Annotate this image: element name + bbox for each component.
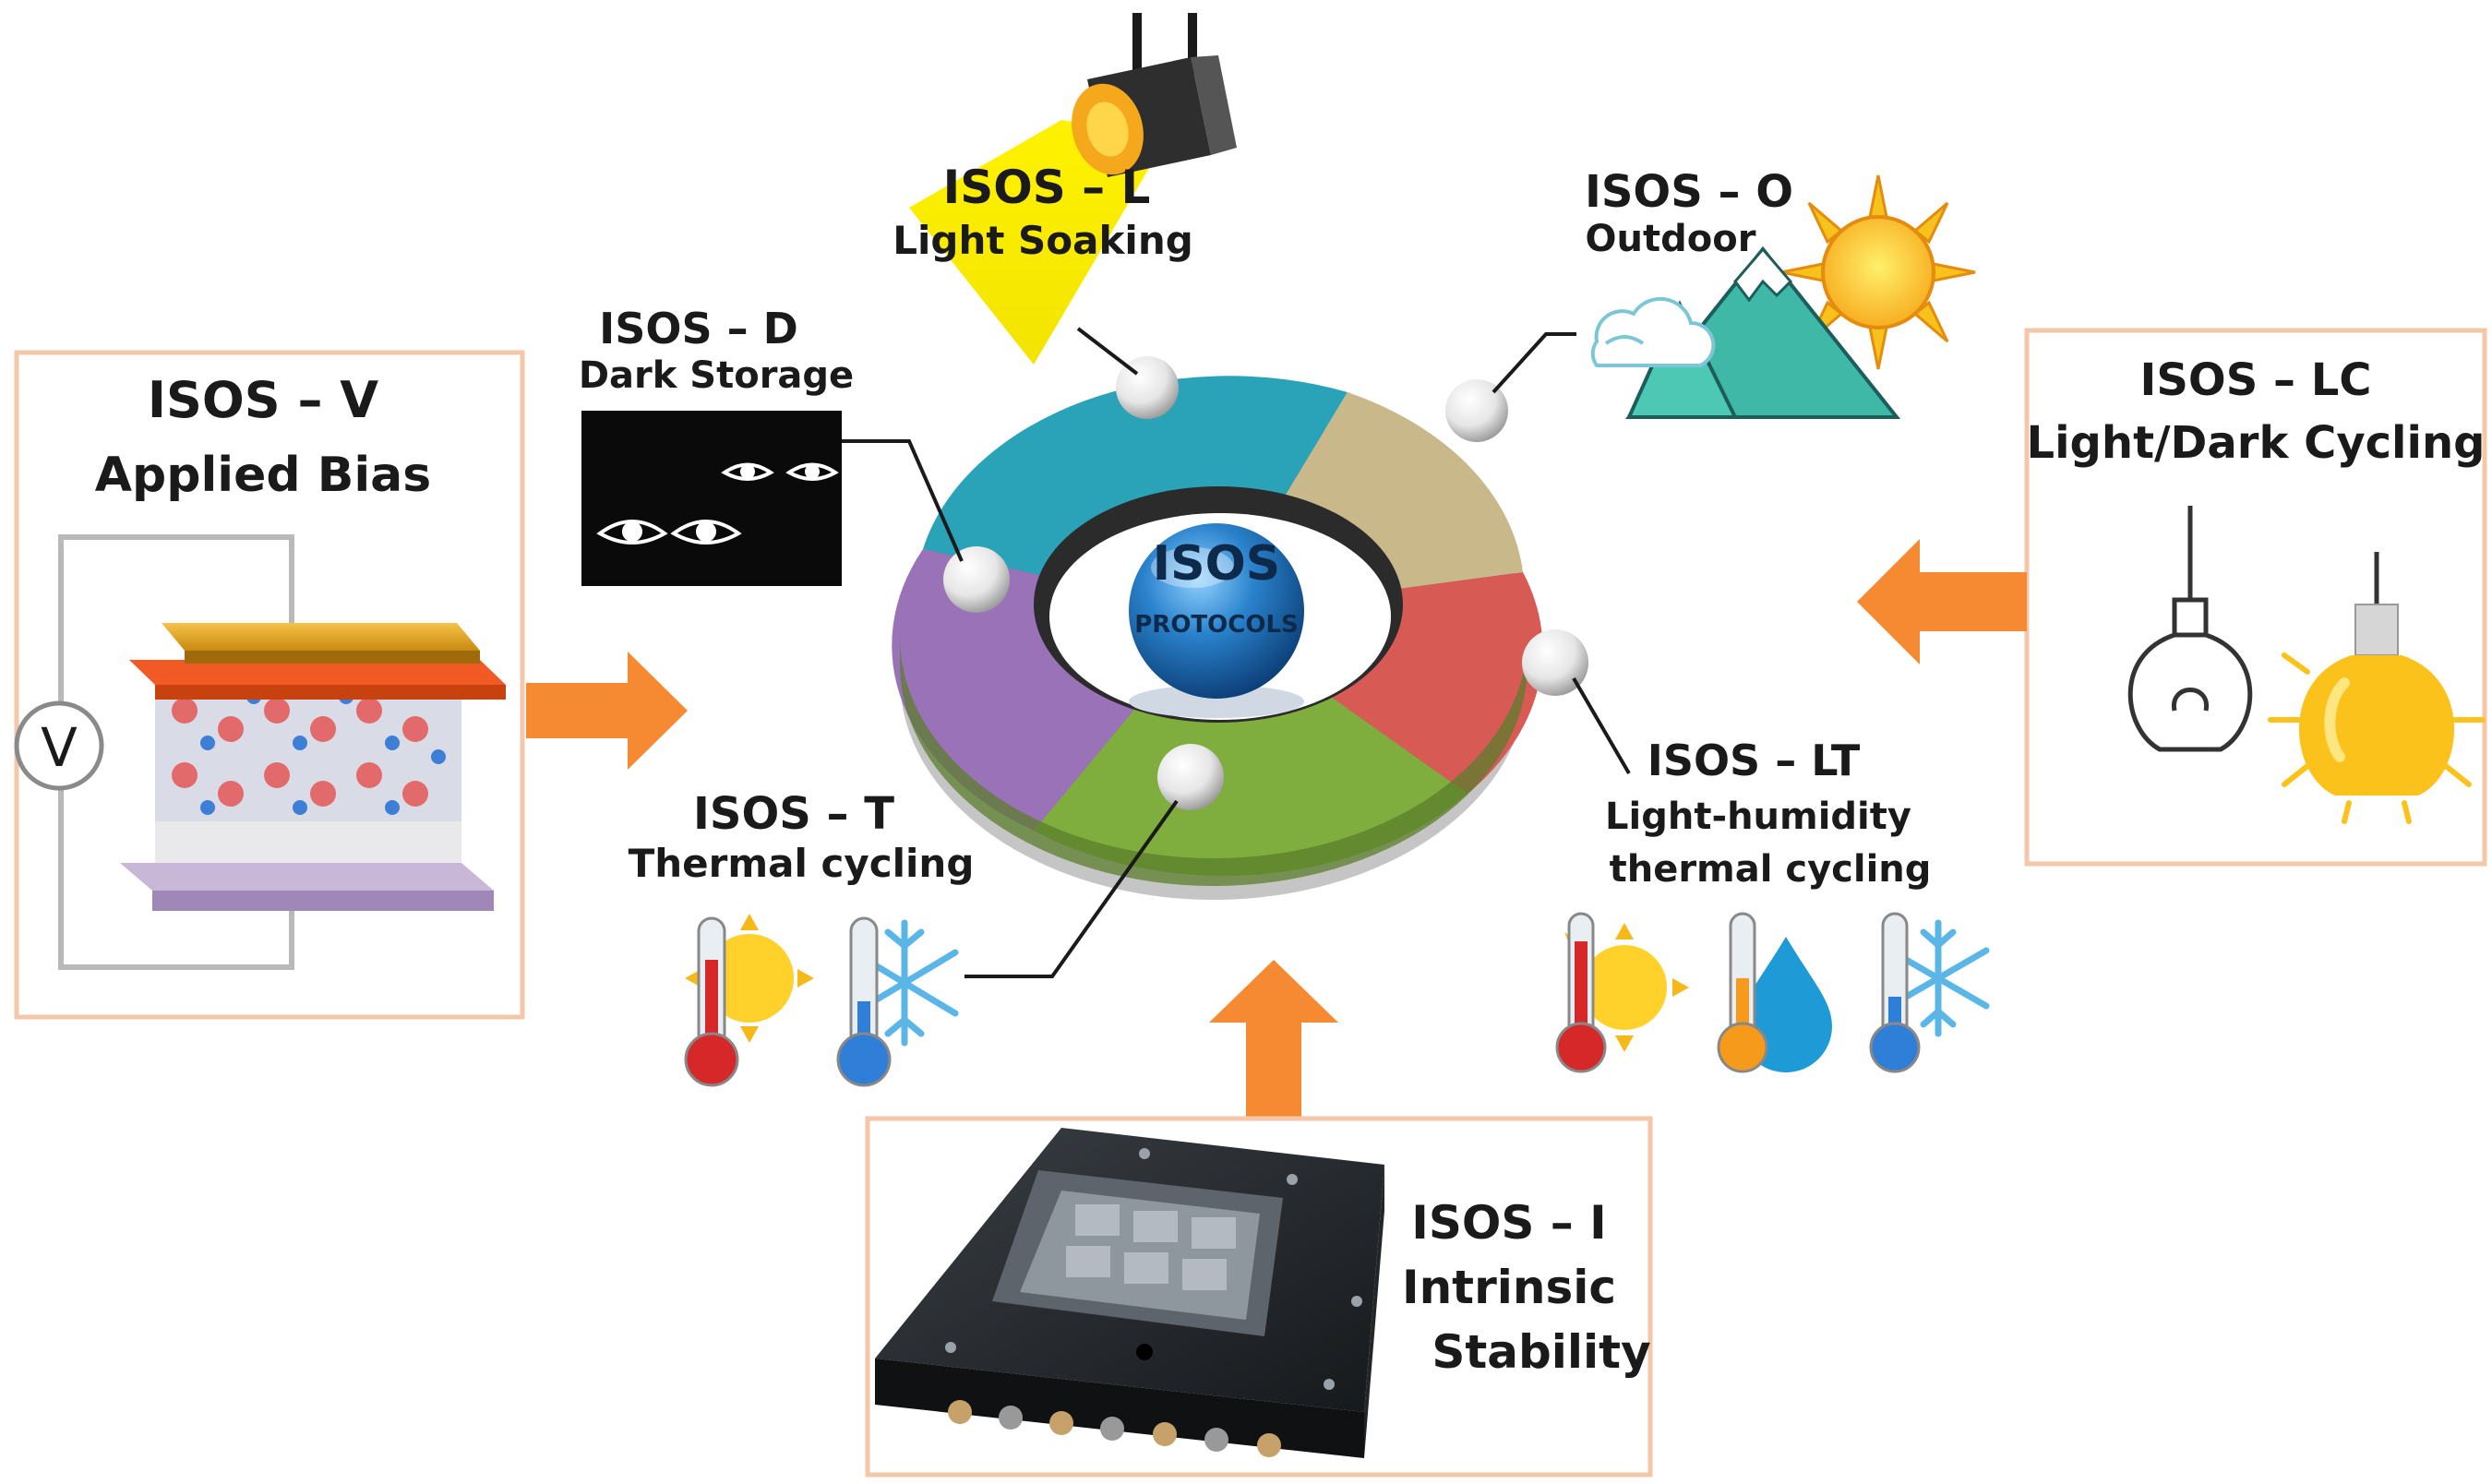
thermometer-icon [836,916,892,1087]
ring-marker-o [1445,379,1508,442]
lightbulb-off-icon [2127,506,2253,752]
thermometer-icon [1869,912,1921,1073]
device-stack-icon [120,623,506,911]
thermometer-icon [1555,912,1607,1073]
ring-marker-t [1157,744,1224,810]
spotlight-icon [1072,13,1237,177]
ring-marker-lt [1522,629,1588,696]
isos-l-code: ISOS – L [943,161,1151,214]
isos-v-code: ISOS – V [148,371,378,429]
arrow-isos-lc [1857,539,2027,664]
isos-d-group: ISOS – D Dark Storage [579,304,854,586]
eyes-icon [596,462,839,545]
test-chamber-icon [875,1128,1384,1458]
isos-t-name: Thermal cycling [629,841,975,886]
isos-l-group: ISOS – L Light Soaking [893,13,1237,365]
isos-d-code: ISOS – D [599,304,798,353]
isos-lt-code: ISOS – LT [1647,736,1861,785]
center-subtitle: PROTOCOLS [1134,611,1299,639]
isos-t-group: ISOS – T Thermal cycling [629,788,975,1087]
isos-o-name: Outdoor [1586,218,1756,260]
sun-icon [1780,174,1976,370]
thermometer-icon [1717,912,1768,1073]
isos-o-group: ISOS – O Outdoor [1585,166,1976,419]
snowflake-icon [1887,919,1990,1037]
connector-ports [948,1400,1281,1457]
ring-marker-d [943,546,1010,613]
isos-lt-name-line1: Light-humidity [1605,796,1911,838]
isos-i-code: ISOS – I [1411,1196,1607,1250]
isos-t-code: ISOS – T [693,788,894,840]
isos-l-name: Light Soaking [893,218,1193,263]
isos-i-panel: ISOS – I Intrinsic Stability [865,1116,1653,1478]
ring-segment-t [1034,614,1468,876]
protocol-ring: ISOS PROTOCOLS [892,356,1588,900]
arrow-isos-v [526,652,688,770]
dark-storage-box [581,411,842,586]
light-beam [909,120,1168,365]
isos-lt-group: ISOS – LT Light-humidity thermal cycling [1555,736,1990,1073]
isos-o-code: ISOS – O [1585,166,1793,218]
arrow-isos-i [1209,960,1338,1119]
isos-d-name: Dark Storage [579,354,854,397]
isos-v-name: Applied Bias [95,448,431,503]
center-title: ISOS [1153,536,1280,592]
isos-lc-name: Light/Dark Cycling [2027,417,2486,469]
voltmeter-label: V [41,716,78,779]
isos-i-name-line1: Intrinsic [1402,1261,1616,1314]
cloud-icon [1590,296,1716,367]
thermometer-icon [684,916,739,1087]
isos-i-name-line2: Stability [1432,1325,1650,1379]
isos-lc-code: ISOS – LC [2139,354,2371,406]
voltmeter-icon: V [14,700,104,791]
isos-lt-name-line2: thermal cycling [1610,848,1932,891]
ring-marker-l [1116,356,1179,419]
isos-v-panel: ISOS – V Applied Bias V [14,350,525,1020]
isos-lc-panel: ISOS – LC Light/Dark Cycling [2024,328,2487,867]
leader-lines [842,327,1631,978]
lightbulb-on-icon [2268,552,2486,824]
isos-sphere: ISOS PROTOCOLS [1129,523,1304,718]
